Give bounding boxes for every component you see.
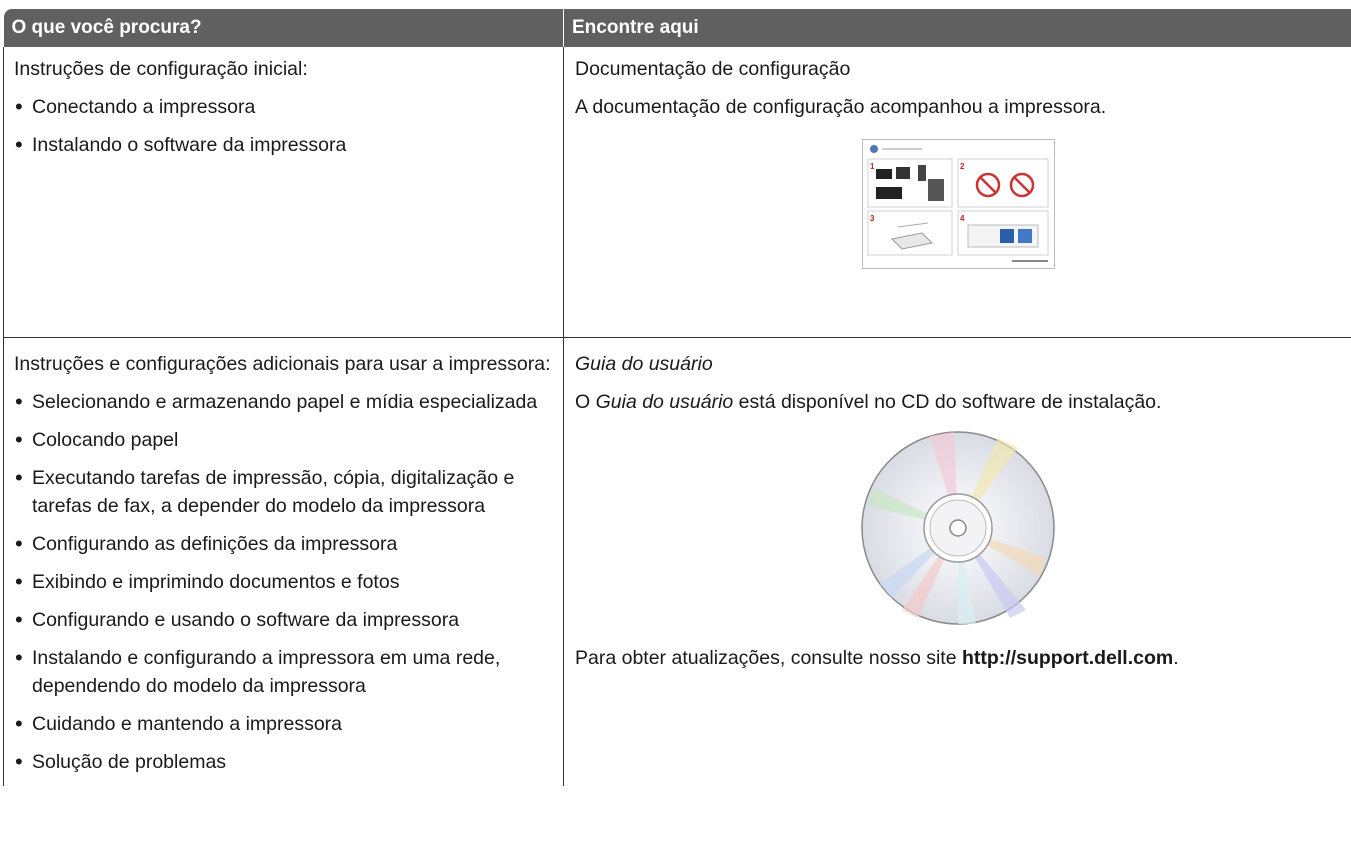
cd-disc-image [861,430,1055,625]
row1-list: •Conectando a impressora •Instalando o s… [14,93,553,159]
bullet-icon: • [15,748,23,774]
row2-right-text: O Guia do usuário está disponível no CD … [575,390,1162,413]
row2-intro: Instruções e configurações adicionais pa… [14,352,551,375]
row2-right-title: Guia do usuário [575,352,713,375]
row1-right-title: Documentação de configuração [575,58,851,80]
prohibited-icon [1009,172,1034,198]
table-row: Instruções e configurações adicionais pa… [3,337,1351,786]
panel-number: 1 [870,162,875,171]
support-link[interactable]: http://support.dell.com [961,646,1174,669]
bullet-icon: • [15,710,23,736]
row2-list: •Selecionando e armazenando papel e mídi… [14,388,553,776]
panel-number: 3 [870,214,875,223]
panel-number: 2 [960,162,965,171]
table-row: Instruções de configuração inicial: •Con… [3,47,1351,338]
row1-right-cell: Documentação de configuração A documenta… [563,47,1351,338]
list-item: •Executando tarefas de impressão, cópia,… [15,464,515,517]
list-item: •Configurando e usando o software da imp… [15,606,460,632]
info-table: O que você procura? Encontre aqui Instru… [3,9,1351,786]
update-note: Para obter atualizações, consulte nosso … [575,646,1179,669]
bullet-icon: • [15,606,23,632]
row1-left-cell: Instruções de configuração inicial: •Con… [3,47,564,338]
list-item: •Colocando papel [15,426,179,452]
dell-logo-icon [869,145,878,153]
header-find-here: Encontre aqui [563,9,1351,47]
list-item: •Selecionando e armazenando papel e mídi… [15,388,538,414]
bullet-icon: • [15,464,23,490]
list-item: •Configurando as definições da impressor… [15,530,398,556]
bullet-icon: • [15,94,23,119]
list-item: •Solução de problemas [15,748,227,774]
row1-right-text: A documentação de configuração acompanho… [575,96,1107,118]
table-header-row: O que você procura? Encontre aqui [3,9,1351,47]
bullet-icon: • [15,530,23,556]
setup-documentation-image: 1 2 [861,139,1055,269]
list-item: •Cuidando e mantendo a impressora [15,710,343,736]
header-what-looking-for: O que você procura? [3,9,564,47]
bullet-icon: • [15,644,23,670]
panel-number: 4 [960,214,965,223]
row2-right-cell: Guia do usuário O Guia do usuário está d… [563,337,1351,786]
bullet-icon: • [15,426,23,452]
list-item: •Exibindo e imprimindo documentos e foto… [15,568,400,594]
row2-left-cell: Instruções e configurações adicionais pa… [3,337,564,786]
bullet-icon: • [15,568,23,594]
prohibited-icon [975,172,1000,198]
bullet-icon: • [15,388,23,414]
list-item: •Instalando e configurando a impressora … [15,644,501,697]
list-item: •Conectando a impressora [15,94,256,119]
bullet-icon: • [15,132,23,157]
list-item: •Instalando o software da impressora [15,132,347,157]
row1-intro: Instruções de configuração inicial: [14,58,308,80]
